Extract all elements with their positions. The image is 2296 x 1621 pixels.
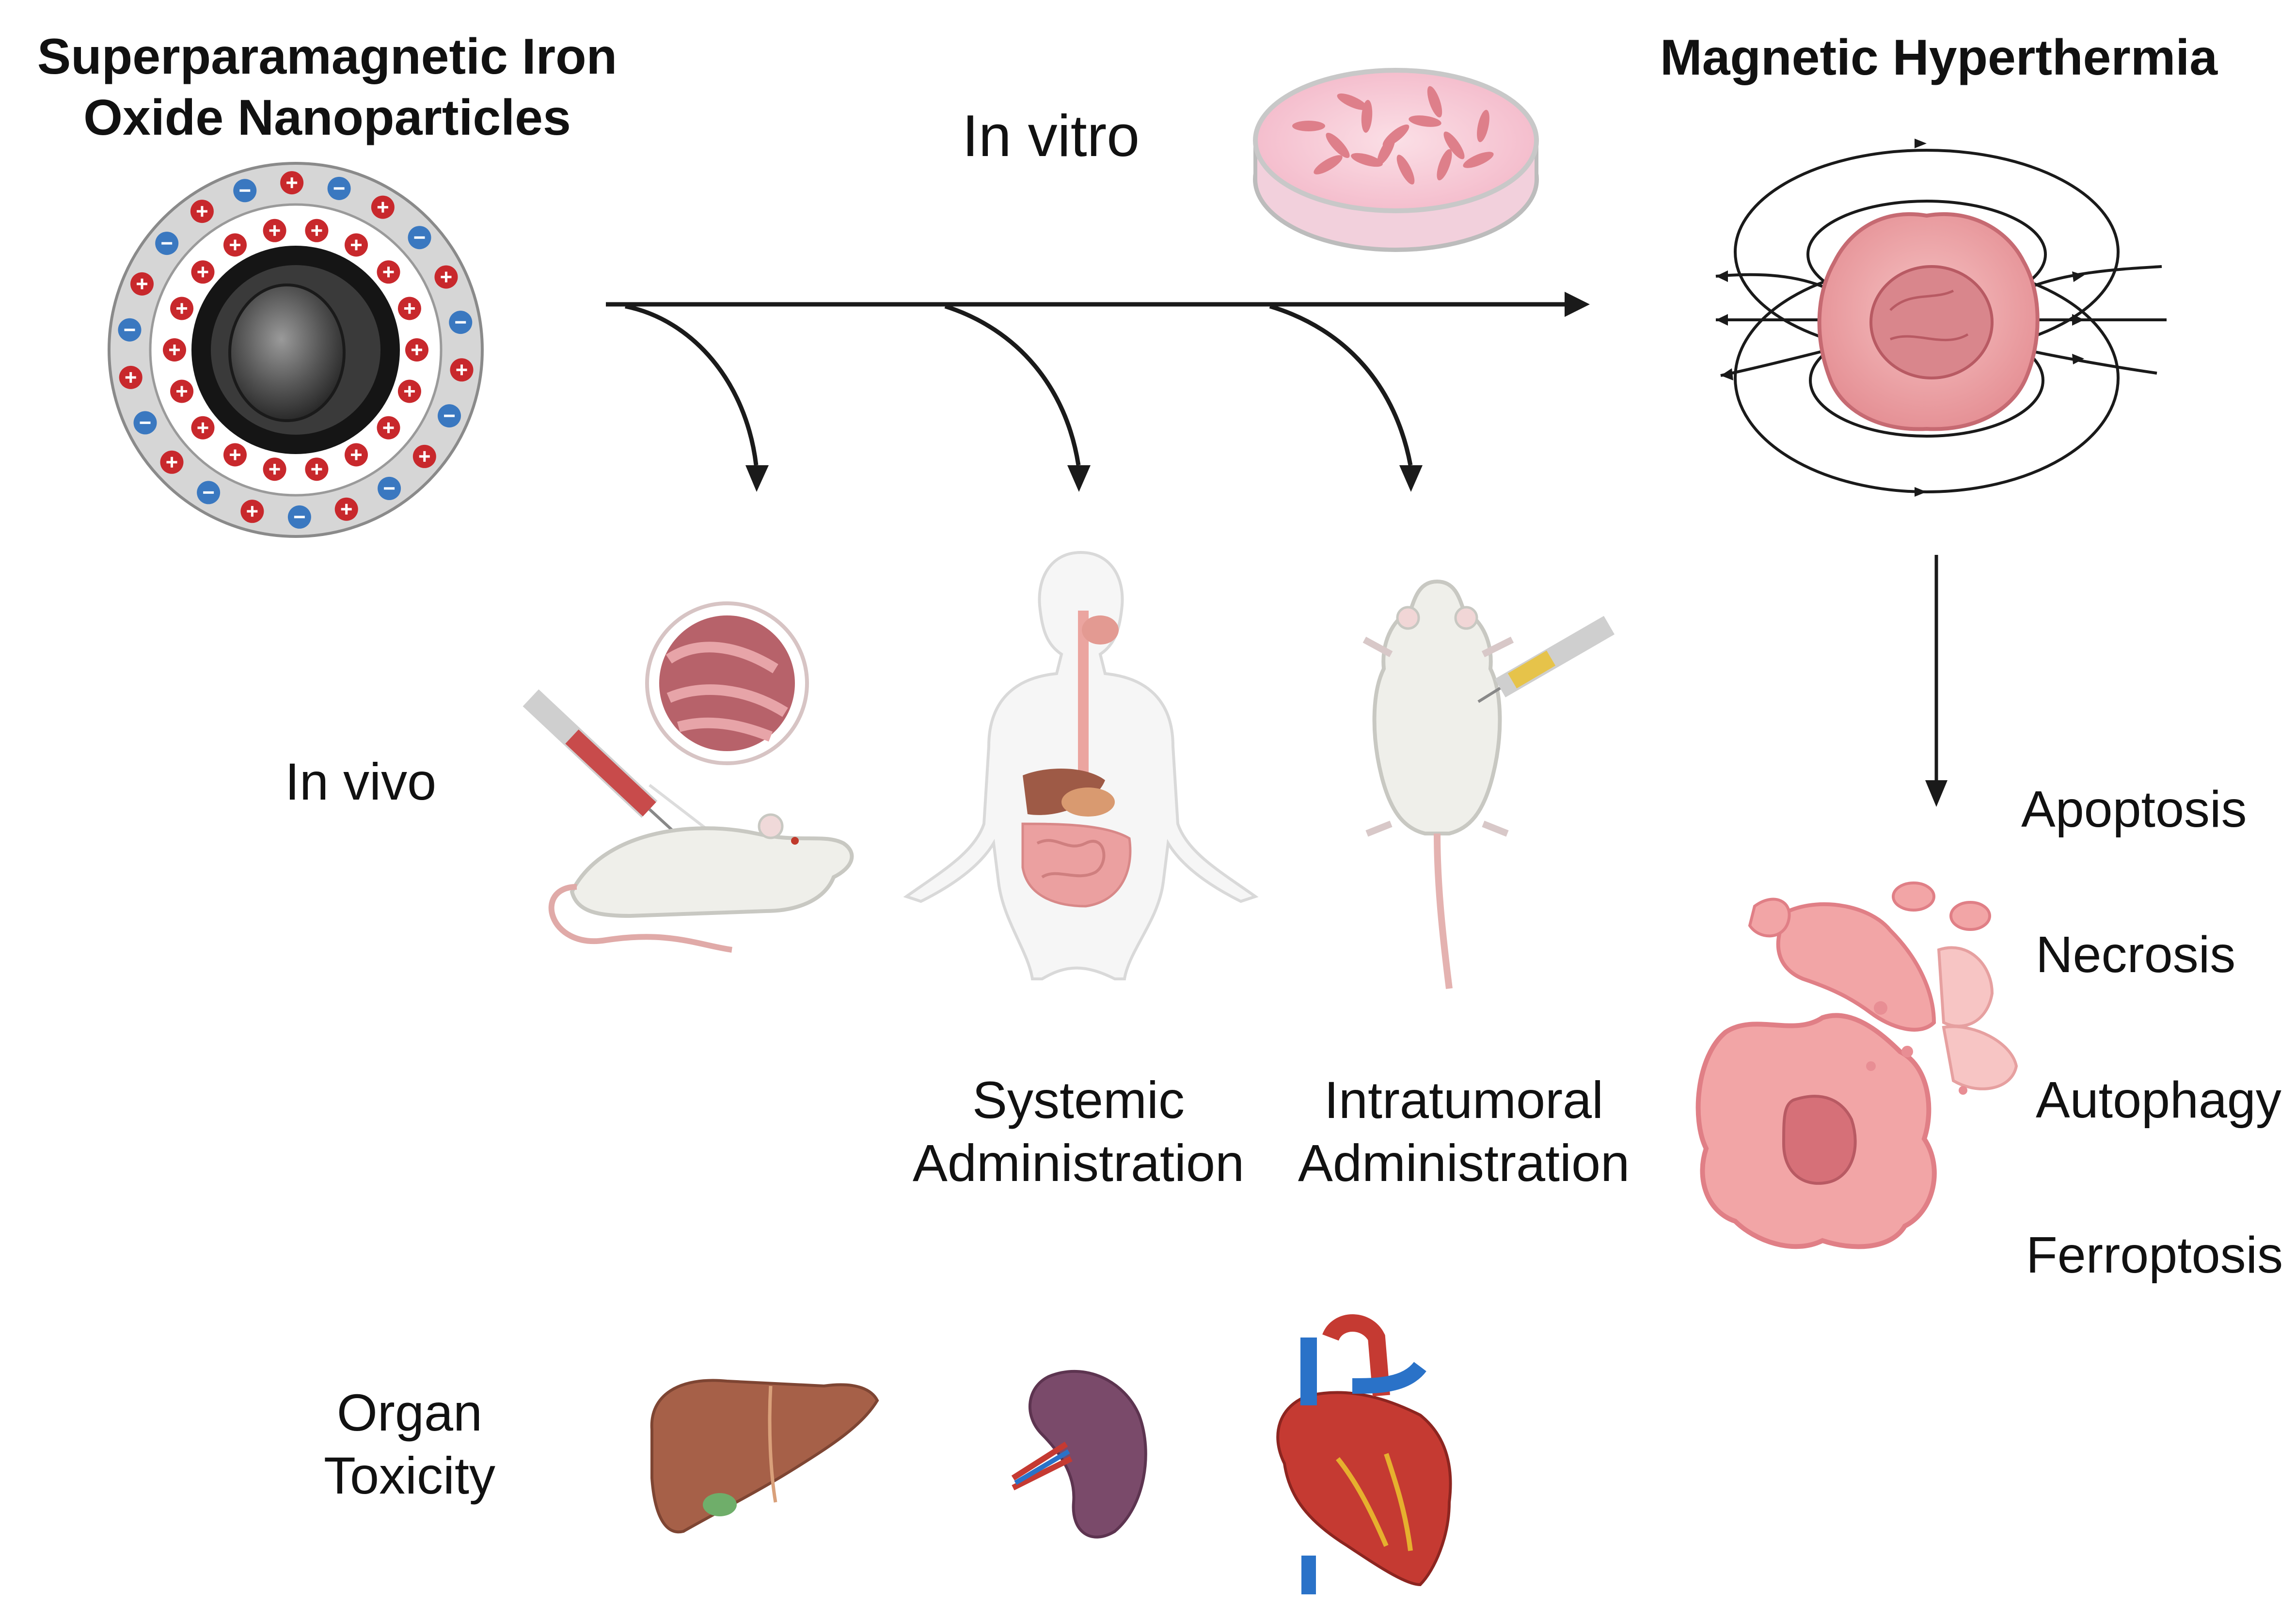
surface-charges bbox=[118, 171, 474, 529]
cultured-cell bbox=[1326, 133, 1350, 158]
plus-glyph bbox=[311, 464, 322, 475]
hyperthermia-title: Magnetic Hyperthermia bbox=[1660, 30, 2218, 86]
spion-title-line-2: Oxide Nanoparticles bbox=[83, 90, 571, 146]
organ-line-2: Toxicity bbox=[323, 1446, 496, 1505]
heart-icon bbox=[1276, 1314, 1452, 1594]
nanoparticle-icon bbox=[108, 162, 484, 538]
cultured-cell bbox=[1351, 153, 1383, 167]
plus-glyph bbox=[377, 202, 388, 213]
in-vivo-label: In vivo bbox=[285, 752, 437, 811]
plus-glyph bbox=[230, 449, 240, 460]
cultured-cell bbox=[1463, 152, 1494, 168]
plus-glyph bbox=[456, 364, 467, 376]
organ-toxicity-label: Organ Toxicity bbox=[291, 1381, 528, 1507]
outcome-autophagy: Autophagy bbox=[2036, 1071, 2281, 1129]
plus-glyph bbox=[166, 456, 177, 468]
plus-glyph bbox=[176, 303, 188, 314]
outcome-ferroptosis: Ferroptosis bbox=[2026, 1227, 2283, 1284]
plus-glyph bbox=[197, 422, 208, 433]
spion-title-line-1: Superparamagnetic Iron bbox=[37, 29, 618, 85]
plus-glyph bbox=[125, 372, 136, 383]
arrows bbox=[606, 302, 1938, 790]
liver-icon bbox=[650, 1379, 879, 1534]
cultured-cell bbox=[1396, 155, 1415, 185]
spion-title: Superparamagnetic Iron Oxide Nanoparticl… bbox=[27, 26, 628, 148]
plus-glyph bbox=[169, 345, 180, 355]
spleen-icon bbox=[1011, 1370, 1147, 1539]
rat-injection-icon bbox=[1362, 579, 1615, 989]
cultured-cell bbox=[1377, 135, 1395, 165]
intratumoral-line-2: Administration bbox=[1298, 1133, 1630, 1192]
plus-glyph bbox=[269, 225, 280, 236]
cultured-cell bbox=[1409, 115, 1441, 127]
plus-glyph bbox=[247, 506, 258, 517]
plus-glyph bbox=[441, 271, 452, 283]
mouse-injection-icon bbox=[523, 601, 854, 953]
cultured-cell bbox=[1477, 110, 1489, 142]
tumor-cell-field-icon bbox=[1817, 212, 2040, 431]
arrowheads bbox=[745, 292, 1948, 807]
systemic-line-2: Administration bbox=[912, 1133, 1245, 1192]
plus-glyph bbox=[351, 449, 362, 460]
intratumoral-administration-label: Intratumoral Administration bbox=[1272, 1069, 1655, 1195]
plus-glyph bbox=[311, 225, 322, 236]
plus-glyph bbox=[269, 464, 280, 475]
plus-glyph bbox=[404, 303, 415, 314]
cultured-cell bbox=[1427, 86, 1442, 118]
plus-glyph bbox=[196, 206, 207, 217]
plus-glyph bbox=[383, 267, 394, 278]
outcome-necrosis: Necrosis bbox=[2036, 926, 2236, 983]
plus-glyph bbox=[136, 278, 147, 289]
plus-glyph bbox=[286, 177, 298, 189]
outcome-apoptosis: Apoptosis bbox=[2021, 781, 2247, 838]
organ-line-1: Organ bbox=[336, 1383, 483, 1442]
human-body-icon bbox=[903, 551, 1259, 980]
cultured-cell bbox=[1337, 93, 1368, 110]
in-vitro-label: In vitro bbox=[962, 103, 1140, 169]
plus-glyph bbox=[383, 422, 394, 433]
cultured-cell bbox=[1314, 155, 1343, 174]
cultured-cell bbox=[1443, 131, 1465, 159]
systemic-administration-label: Systemic Administration bbox=[887, 1069, 1270, 1195]
cultured-cell bbox=[1292, 121, 1325, 131]
cultured-cell bbox=[1437, 149, 1452, 181]
cultured-cells bbox=[1292, 86, 1494, 185]
plus-glyph bbox=[404, 386, 415, 397]
petri-dish-icon bbox=[1253, 68, 1539, 252]
plus-glyph bbox=[341, 504, 352, 515]
plus-glyph bbox=[419, 451, 430, 462]
intratumoral-line-1: Intratumoral bbox=[1324, 1070, 1604, 1129]
plus-glyph bbox=[412, 345, 422, 355]
plus-glyph bbox=[230, 239, 240, 251]
dying-cell-icon bbox=[1695, 881, 2018, 1249]
systemic-line-1: Systemic bbox=[972, 1070, 1185, 1129]
field-arrowheads bbox=[1716, 139, 2084, 497]
plus-glyph bbox=[351, 239, 362, 251]
plus-glyph bbox=[176, 386, 188, 397]
plus-glyph bbox=[197, 267, 208, 278]
